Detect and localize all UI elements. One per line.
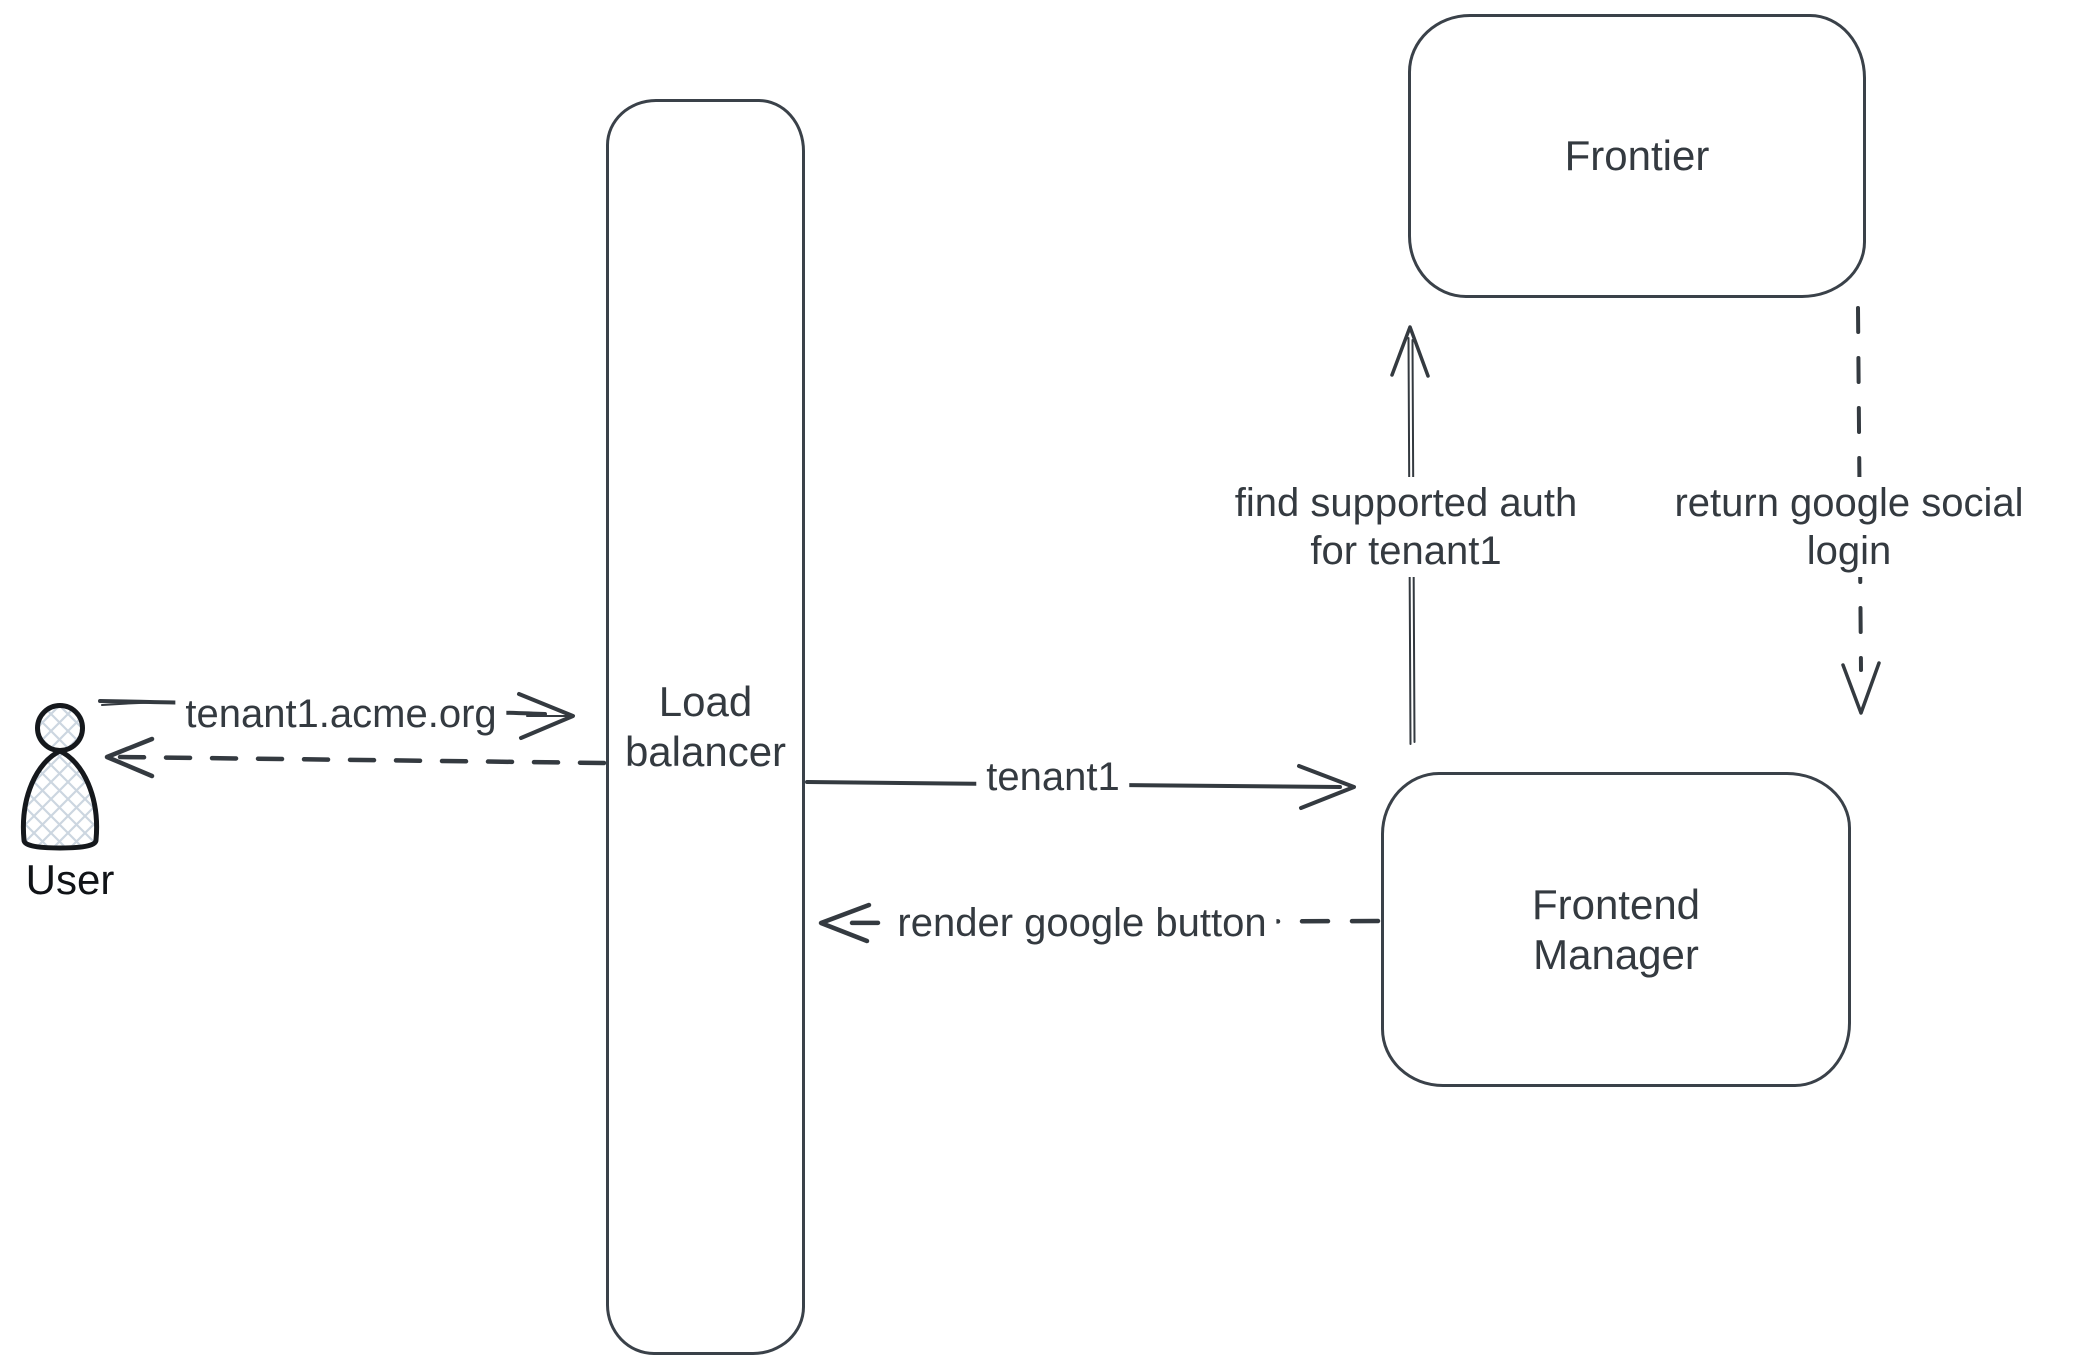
arrow-lb-to-user[interactable] xyxy=(104,736,607,779)
node-load-balancer[interactable]: Load balancer xyxy=(606,99,805,1355)
node-frontend-manager-label: Frontend Manager xyxy=(1531,880,1701,978)
arrow-label-frontier-to-fm: return google social login xyxy=(1664,477,2034,577)
arrow-frontier-to-fm[interactable] xyxy=(1841,306,1881,715)
user-label: User xyxy=(25,856,115,903)
user-icon[interactable] xyxy=(20,703,100,851)
node-frontier-label: Frontier xyxy=(1564,132,1710,179)
node-load-balancer-label: Load balancer xyxy=(624,678,787,775)
node-frontier[interactable]: Frontier xyxy=(1408,14,1866,298)
arrow-label-fm-to-frontier: find supported auth for tenant1 xyxy=(1224,477,1588,577)
arrow-label-fm-to-lb: render google button xyxy=(887,897,1277,949)
arrow-label-lb-to-fm: tenant1 xyxy=(976,751,1130,803)
arrow-label-user-to-lb: tenant1.acme.org xyxy=(175,688,507,740)
node-frontend-manager[interactable]: Frontend Manager xyxy=(1381,772,1851,1087)
